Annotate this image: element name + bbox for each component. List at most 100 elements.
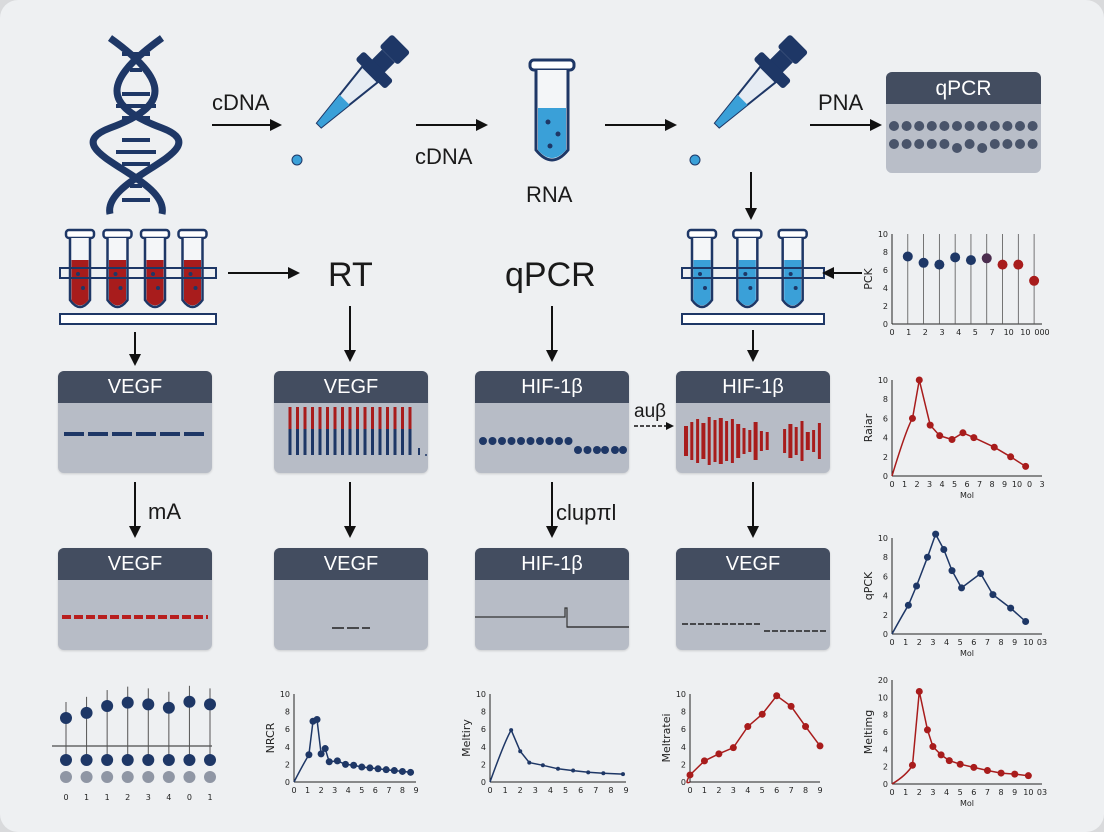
data-point-mid [204,754,216,766]
x-tick-label: 1 [84,793,89,802]
data-point-mid [121,754,134,766]
x-tick-label: 10 [1023,788,1033,797]
data-point [1022,618,1030,626]
x-tick-label: 3 [332,786,337,795]
series-line [510,729,624,775]
gel-dot [536,437,544,445]
x-tick-label: 5 [760,786,765,795]
data-point [908,761,916,769]
series-line [911,691,1029,777]
rack-base [681,313,825,325]
bubble [748,286,753,290]
data-point [932,530,940,538]
x-tick-label: 6 [774,786,779,795]
data-point [923,553,931,561]
bubble [703,286,707,290]
data-point [317,750,325,758]
x-tick-label: 7 [386,786,391,795]
gel-dot-small [425,454,427,456]
data-point [929,743,937,751]
gel-dot [526,437,535,445]
y-tick-label: 2 [883,611,888,620]
qpcr-dot [964,121,975,131]
qpcr-dot [1002,121,1013,131]
data-point [990,443,998,451]
y-tick-label: 2 [883,763,888,772]
y-tick-label: 10 [280,690,290,699]
x-tick-label: 2 [914,480,919,489]
x-tick-label: 3 [731,786,736,795]
data-point-bottom [101,771,114,783]
gel-dot [619,446,627,454]
data-point-bottom [204,771,216,783]
x-tick-label: 1 [903,788,908,797]
gel-band [475,607,629,628]
bubble [81,286,85,290]
x-tick-label: 7 [593,786,598,795]
data-point [965,255,976,266]
data-point-top [60,711,72,724]
qpcr-dot [901,139,912,149]
bubble [151,272,155,276]
gel-card-hif-2: HIF-1β [676,371,830,473]
x-tick-label: 5 [973,328,978,337]
y-tick-label: 8 [883,395,888,404]
data-point-bottom [80,771,93,783]
data-point [923,726,931,734]
test-tube-icon [528,58,576,162]
data-point [305,751,313,759]
data-point [1007,604,1015,612]
data-point-bottom [183,771,196,783]
data-point [970,763,978,771]
tube-cap [139,228,171,240]
data-point [518,749,523,754]
label-cdna-2: cDNA [415,144,473,169]
bubble [743,272,748,276]
label-ma: mA [148,499,181,524]
data-point [758,710,766,718]
arrow-icon [212,119,282,131]
dropper-icon [291,35,410,166]
y-tick-label: 20 [878,676,888,685]
series-lead-in [489,729,512,783]
arrow-down-icon [344,482,356,538]
x-tick-label: 4 [956,328,961,337]
tube-liquid [71,260,89,306]
x-tick-label: 3 [927,480,932,489]
x-tick-label: 8 [989,480,994,489]
x-tick-label: 0 [889,480,894,489]
gel-card-vegf-2: VEGF [274,371,428,473]
bubble [188,272,193,276]
qpcr-dot [1027,121,1038,131]
data-point [956,760,964,768]
gel-dot [611,446,619,454]
y-tick-label: 8 [883,711,888,720]
y-axis-label: Raiar [862,413,875,442]
x-tick-label: 5 [958,788,963,797]
series-line [689,694,821,776]
gel-card-vegf-5: VEGF [676,548,830,650]
data-point [1011,770,1019,778]
gel-dot [593,446,601,454]
data-point [948,567,956,575]
data-point [556,766,560,771]
bubble [193,286,198,290]
gel-card-title: VEGF [676,548,830,580]
x-tick-label: 3 [1039,480,1044,489]
gel-dot [545,437,554,445]
bubble [113,272,118,276]
x-tick-label: 6 [971,788,976,797]
y-tick-label: 4 [883,284,888,293]
y-tick-label: 8 [481,708,486,717]
gel-card-title: HIF-1β [676,371,830,403]
data-point [686,771,694,779]
x-tick-label: 000 [1034,328,1049,337]
y-axis-label: PCK [862,267,875,289]
x-tick-label: 2 [319,786,324,795]
x-tick-label: 9 [1002,480,1007,489]
data-point [382,766,390,774]
y-axis-label: Meltratei [660,713,673,762]
